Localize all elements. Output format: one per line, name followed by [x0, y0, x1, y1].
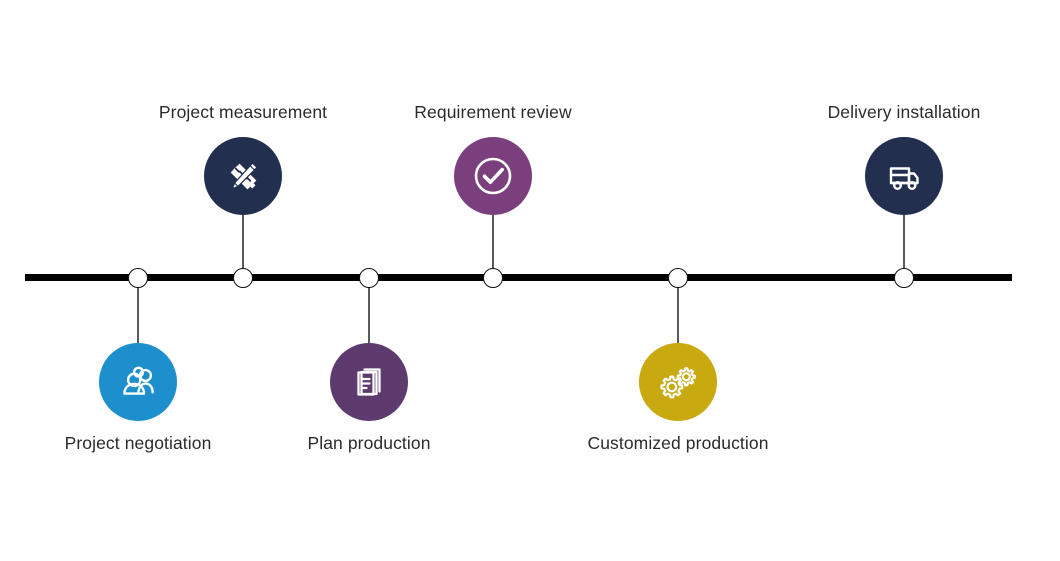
timeline-node-6[interactable]: [894, 268, 914, 288]
timeline-node-5[interactable]: [668, 268, 688, 288]
connector-delivery-installation: [903, 215, 905, 275]
connector-plan-production: [368, 282, 370, 344]
step-label-plan-production: Plan production: [307, 433, 431, 453]
truck-icon: [880, 152, 928, 200]
step-icon-project-negotiation[interactable]: [99, 343, 177, 421]
ruler-pencil-icon: [219, 152, 267, 200]
timeline-axis: [25, 274, 1012, 281]
connector-requirement-review: [492, 215, 494, 275]
users-icon: [114, 358, 162, 406]
connector-project-measurement: [242, 215, 244, 275]
step-label-project-negotiation: Project negotiation: [64, 433, 212, 453]
step-icon-plan-production[interactable]: [330, 343, 408, 421]
step-label-customized-production: Customized production: [587, 433, 769, 453]
connector-project-negotiation: [137, 282, 139, 344]
connector-customized-production: [677, 282, 679, 344]
step-icon-requirement-review[interactable]: [454, 137, 532, 215]
gears-icon: [654, 358, 702, 406]
timeline-node-3[interactable]: [359, 268, 379, 288]
step-label-delivery-installation: Delivery installation: [827, 102, 981, 122]
document-icon: [345, 358, 393, 406]
timeline-node-1[interactable]: [128, 268, 148, 288]
step-label-project-measurement: Project measurement: [158, 102, 328, 122]
step-icon-delivery-installation[interactable]: [865, 137, 943, 215]
timeline-node-4[interactable]: [483, 268, 503, 288]
step-icon-customized-production[interactable]: [639, 343, 717, 421]
check-circle-icon: [469, 152, 517, 200]
timeline-node-2[interactable]: [233, 268, 253, 288]
step-icon-project-measurement[interactable]: [204, 137, 282, 215]
step-label-requirement-review: Requirement review: [414, 102, 572, 122]
